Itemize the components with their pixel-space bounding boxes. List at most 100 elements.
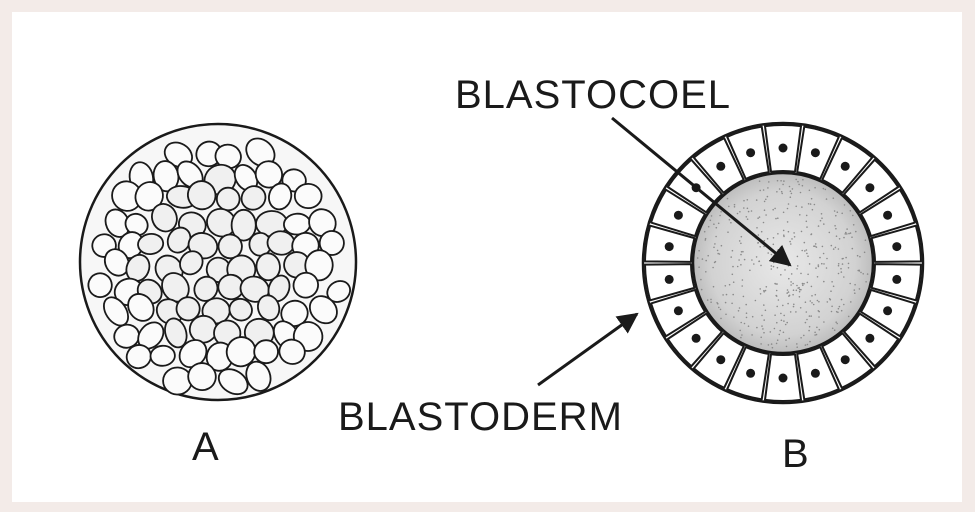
stipple-dot <box>852 248 854 250</box>
stipple-dot <box>795 206 797 208</box>
stipple-dot <box>791 238 793 240</box>
stipple-dot <box>707 255 709 257</box>
stipple-dot <box>797 256 799 258</box>
stipple-dot <box>805 301 807 303</box>
stipple-dot <box>733 316 735 318</box>
stipple-dot <box>757 242 759 244</box>
stipple-dot <box>806 215 808 217</box>
stipple-dot <box>787 208 789 210</box>
stipple-dot <box>841 299 843 301</box>
stipple-dot <box>796 343 798 345</box>
stipple-dot <box>760 265 762 267</box>
morula-cell <box>216 187 240 210</box>
stipple-dot <box>760 293 762 295</box>
cell-nucleus <box>779 374 788 383</box>
stipple-dot <box>827 301 829 303</box>
stipple-dot <box>813 304 815 306</box>
stipple-dot <box>759 246 761 248</box>
stipple-dot <box>831 311 833 313</box>
stipple-dot <box>707 299 709 301</box>
stipple-dot <box>753 263 755 265</box>
stipple-dot <box>838 273 840 275</box>
stipple-dot <box>719 215 721 217</box>
stipple-dot <box>751 334 753 336</box>
stipple-dot <box>767 196 769 198</box>
stipple-dot <box>734 204 736 206</box>
stipple-dot <box>818 316 820 318</box>
cell-nucleus <box>746 369 755 378</box>
stipple-dot <box>850 232 852 234</box>
stipple-dot <box>791 193 793 195</box>
stipple-dot <box>823 223 825 225</box>
cell-nucleus <box>883 306 892 315</box>
stipple-dot <box>801 206 803 208</box>
stipple-dot <box>810 203 812 205</box>
stipple-dot <box>814 334 816 336</box>
cell-nucleus <box>892 275 901 284</box>
stipple-dot <box>820 220 822 222</box>
blastocoel-cavity <box>693 173 873 353</box>
stipple-dot <box>818 266 820 268</box>
stipple-dot <box>713 247 715 249</box>
stipple-dot <box>787 303 789 305</box>
stipple-dot <box>838 265 840 267</box>
stipple-dot <box>772 347 774 349</box>
stipple-dot <box>746 216 748 218</box>
stipple-dot <box>756 199 758 201</box>
stipple-dot <box>746 317 748 319</box>
stipple-dot <box>785 324 787 326</box>
morula-cell <box>294 183 322 208</box>
stipple-dot <box>764 240 766 242</box>
stipple-dot <box>831 306 833 308</box>
stipple-dot <box>697 257 699 259</box>
stipple-dot <box>715 261 717 263</box>
stipple-dot <box>713 223 715 225</box>
stipple-dot <box>804 250 806 252</box>
cell-nucleus <box>674 211 683 220</box>
stipple-dot <box>801 250 803 252</box>
stipple-dot <box>790 284 792 286</box>
stipple-dot <box>843 237 845 239</box>
stipple-dot <box>774 283 776 285</box>
stipple-dot <box>821 263 823 265</box>
stipple-dot <box>788 231 790 233</box>
stipple-dot <box>789 186 791 188</box>
stipple-dot <box>854 284 856 286</box>
stipple-dot <box>726 294 728 296</box>
stipple-dot <box>818 225 820 227</box>
stipple-dot <box>739 211 741 213</box>
cell-nucleus <box>811 148 820 157</box>
stipple-dot <box>792 283 794 285</box>
stipple-dot <box>777 339 779 341</box>
stipple-dot <box>705 239 707 241</box>
stipple-dot <box>814 245 816 247</box>
stipple-dot <box>740 322 742 324</box>
stipple-dot <box>811 295 813 297</box>
stipple-dot <box>864 252 866 254</box>
stipple-dot <box>767 187 769 189</box>
stipple-dot <box>788 278 790 280</box>
stipple-dot <box>774 208 776 210</box>
stipple-dot <box>763 222 765 224</box>
stipple-dot <box>814 204 816 206</box>
stipple-dot <box>799 214 801 216</box>
stipple-dot <box>729 219 731 221</box>
stipple-dot <box>749 270 751 272</box>
stipple-dot <box>851 236 853 238</box>
stipple-dot <box>747 208 749 210</box>
stipple-dot <box>756 256 758 258</box>
stipple-dot <box>771 268 773 270</box>
figure-b-label: B <box>782 432 810 476</box>
stipple-dot <box>777 233 779 235</box>
stipple-dot <box>830 290 832 292</box>
stipple-dot <box>734 206 736 208</box>
stipple-dot <box>712 267 714 269</box>
stipple-dot <box>817 300 819 302</box>
stipple-dot <box>710 301 712 303</box>
stipple-dot <box>799 291 801 293</box>
stipple-dot <box>742 251 744 253</box>
stipple-dot <box>761 315 763 317</box>
stipple-dot <box>776 191 778 193</box>
stipple-dot <box>773 237 775 239</box>
stipple-dot <box>759 260 761 262</box>
